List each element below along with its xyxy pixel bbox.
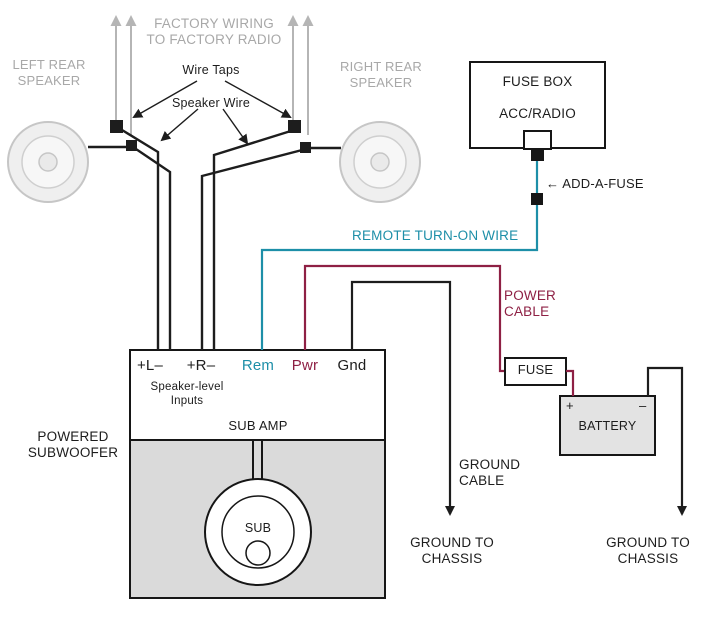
right-rear-speaker-label: RIGHT REAR SPEAKER — [340, 59, 422, 90]
battery-ground-wire — [646, 366, 687, 516]
power-cable-label: POWER CABLE — [504, 288, 557, 320]
right-rear-speaker-icon — [339, 121, 421, 203]
speaker-wire-arrow — [160, 108, 199, 142]
ground-to-chassis-left-label: GROUND TO CHASSIS — [410, 535, 494, 567]
left-input-wire — [121, 128, 160, 350]
factory-wiring-arrows — [110, 15, 314, 135]
power-cable-wire — [303, 264, 575, 396]
wire-tap-connector — [126, 140, 137, 151]
wire-tap-connector — [110, 120, 123, 133]
add-a-fuse-label: ← ADD-A-FUSE — [546, 176, 644, 191]
amp-terminal-rem: Rem — [241, 357, 275, 374]
amp-terminal-pwr: Pwr — [291, 357, 319, 374]
wire-tap-connector — [300, 142, 311, 153]
powered-subwoofer-label: POWERED SUBWOOFER — [27, 429, 119, 461]
amp-terminal-gnd: Gnd — [337, 357, 367, 374]
factory-wiring-label: FACTORY WIRING TO FACTORY RADIO — [146, 16, 282, 48]
remote-turn-on-label: REMOTE TURN-ON WIRE — [352, 228, 519, 243]
fuse-holder — [523, 130, 552, 150]
fuse-box-label: FUSE BOX — [502, 74, 573, 89]
amp-terminal-left: +L– — [136, 357, 164, 374]
battery-label: BATTERY — [578, 419, 637, 433]
battery-box — [559, 395, 656, 456]
sub-label: SUB — [244, 521, 272, 535]
wire-taps-label: Wire Taps — [182, 63, 240, 77]
sub-feed-wires — [252, 441, 263, 480]
sub-amp-label: SUB AMP — [228, 418, 288, 433]
speaker-wires — [88, 128, 341, 350]
left-rear-speaker-label: LEFT REAR SPEAKER — [12, 57, 86, 88]
wire-tap-connector — [288, 120, 301, 133]
right-input-wire — [200, 147, 307, 350]
add-a-fuse-connector — [531, 149, 544, 161]
speaker-level-inputs-label: Speaker-level Inputs — [150, 381, 224, 408]
subwoofer-driver-icon — [204, 478, 312, 586]
battery-minus-terminal: – — [639, 398, 647, 413]
wire-taps-arrow — [224, 80, 292, 118]
ground-to-chassis-right-label: GROUND TO CHASSIS — [606, 535, 690, 567]
remote-turn-on-wire — [260, 161, 539, 350]
wire-taps-arrow — [132, 80, 198, 118]
ground-cable-label: GROUND CABLE — [459, 457, 521, 489]
left-rear-speaker-icon — [7, 121, 89, 203]
acc-radio-label: ACC/RADIO — [499, 106, 576, 121]
sub-amp-box — [129, 349, 386, 441]
speaker-wire-label: Speaker Wire — [171, 96, 251, 110]
amp-terminal-right: +R– — [186, 357, 216, 374]
inline-fuse-label: FUSE — [517, 362, 554, 377]
left-input-wire — [132, 146, 172, 350]
battery-plus-terminal: + — [566, 398, 574, 413]
ground-cable-wire — [350, 280, 455, 516]
right-input-wire — [212, 128, 295, 350]
add-a-fuse-body — [531, 193, 543, 205]
speaker-wire-arrow — [222, 108, 249, 145]
callout-arrows — [132, 80, 292, 145]
